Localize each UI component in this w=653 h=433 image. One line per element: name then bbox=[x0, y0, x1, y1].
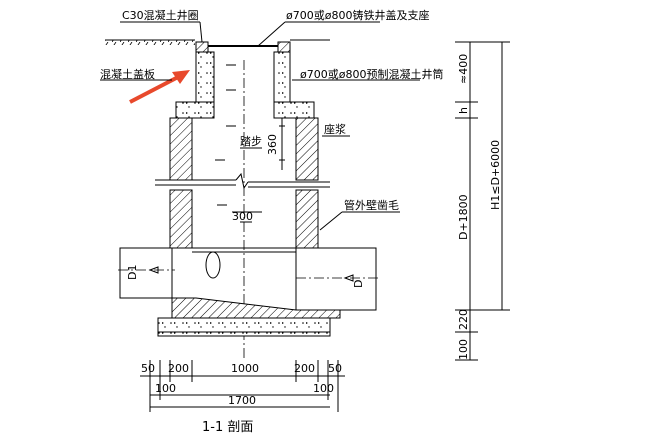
red-arrow bbox=[129, 70, 190, 104]
label-cover: ø700或ø800铸铁井盖及支座 bbox=[286, 8, 429, 22]
label-c30-ring: C30混凝土井圈 bbox=[122, 8, 199, 22]
dim-right-h1: H1≤D+6000 bbox=[489, 140, 502, 210]
dim-bottom-4: 50 bbox=[328, 362, 342, 375]
dim-right-400: ≈400 bbox=[457, 54, 470, 84]
break-line bbox=[155, 172, 330, 190]
dim-right-220: 220 bbox=[457, 309, 470, 330]
dim-bottom-2: 1000 bbox=[231, 362, 259, 375]
dim-right-100: 100 bbox=[457, 339, 470, 360]
label-inlet: D1 bbox=[126, 265, 139, 280]
leaders bbox=[100, 21, 420, 231]
base-slab bbox=[157, 297, 341, 337]
dim-bottom-total: 1700 bbox=[228, 394, 256, 407]
dim-bottom-3: 200 bbox=[294, 362, 315, 375]
c30-ring bbox=[195, 41, 291, 53]
label-mortar: 座浆 bbox=[324, 122, 346, 136]
dim-bottom-right: 100 bbox=[313, 382, 334, 395]
dim-right-1800: D+1800 bbox=[457, 194, 470, 240]
pipes bbox=[118, 247, 378, 311]
dim-bottom-left: 100 bbox=[155, 382, 176, 395]
chamber-walls bbox=[169, 117, 319, 249]
dim-step-len: 300 bbox=[232, 210, 253, 223]
bottom-dimensions bbox=[140, 360, 345, 412]
label-riser: ø700或ø800预制混凝土井筒 bbox=[300, 67, 443, 81]
dim-right-h: h bbox=[457, 107, 470, 114]
label-step: 踏步 bbox=[240, 134, 262, 148]
dim-bottom-0: 50 bbox=[141, 362, 155, 375]
label-pipe-rough: 管外壁凿毛 bbox=[344, 198, 399, 212]
label-slab: 混凝土盖板 bbox=[100, 67, 155, 81]
manhole-steps bbox=[215, 118, 285, 223]
ground-line bbox=[105, 39, 330, 45]
dim-bottom-1: 200 bbox=[168, 362, 189, 375]
dim-step-gap: 360 bbox=[266, 134, 279, 155]
right-dimensions bbox=[455, 41, 510, 361]
section-caption: 1-1 剖面 bbox=[202, 420, 253, 433]
cover-slab bbox=[175, 101, 315, 119]
riser-walls bbox=[195, 51, 291, 103]
label-outlet: D bbox=[352, 280, 365, 288]
